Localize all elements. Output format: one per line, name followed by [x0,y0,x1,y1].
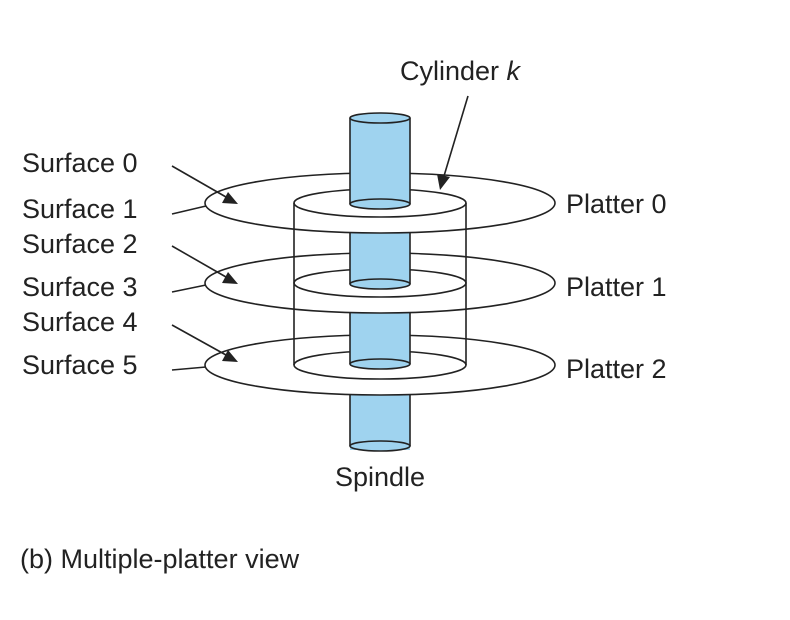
surface-label-1: Surface 1 [22,194,138,224]
cylinder-k-walls [293,203,467,365]
surface-4-leader [171,324,227,356]
surface-0-leader [171,165,227,198]
surface-1-leader [171,205,207,215]
surface-2-arrowhead [222,272,238,284]
surface-label-0: Surface 0 [22,148,138,178]
surface-label-4: Surface 4 [22,307,138,337]
platter-label-1: Platter 1 [566,272,667,302]
cylinder-leader [443,95,469,177]
surface-0-arrowhead [222,192,238,204]
cylinder-label: Cylinder k [400,56,522,86]
surface-3-leader [171,284,207,293]
surface-label-2: Surface 2 [22,229,138,259]
platter-label-2: Platter 2 [566,354,667,384]
surface-5-leader [171,366,207,371]
figure-caption: (b) Multiple-platter view [20,544,300,574]
surface-4-arrowhead [222,350,238,362]
surface-label-5: Surface 5 [22,350,138,380]
surface-label-3: Surface 3 [22,272,138,302]
platter-label-0: Platter 0 [566,189,667,219]
spindle-label: Spindle [335,462,425,492]
surface-2-leader [171,245,227,278]
spindle-top [349,112,411,210]
cylinder-arrowhead [437,174,450,190]
